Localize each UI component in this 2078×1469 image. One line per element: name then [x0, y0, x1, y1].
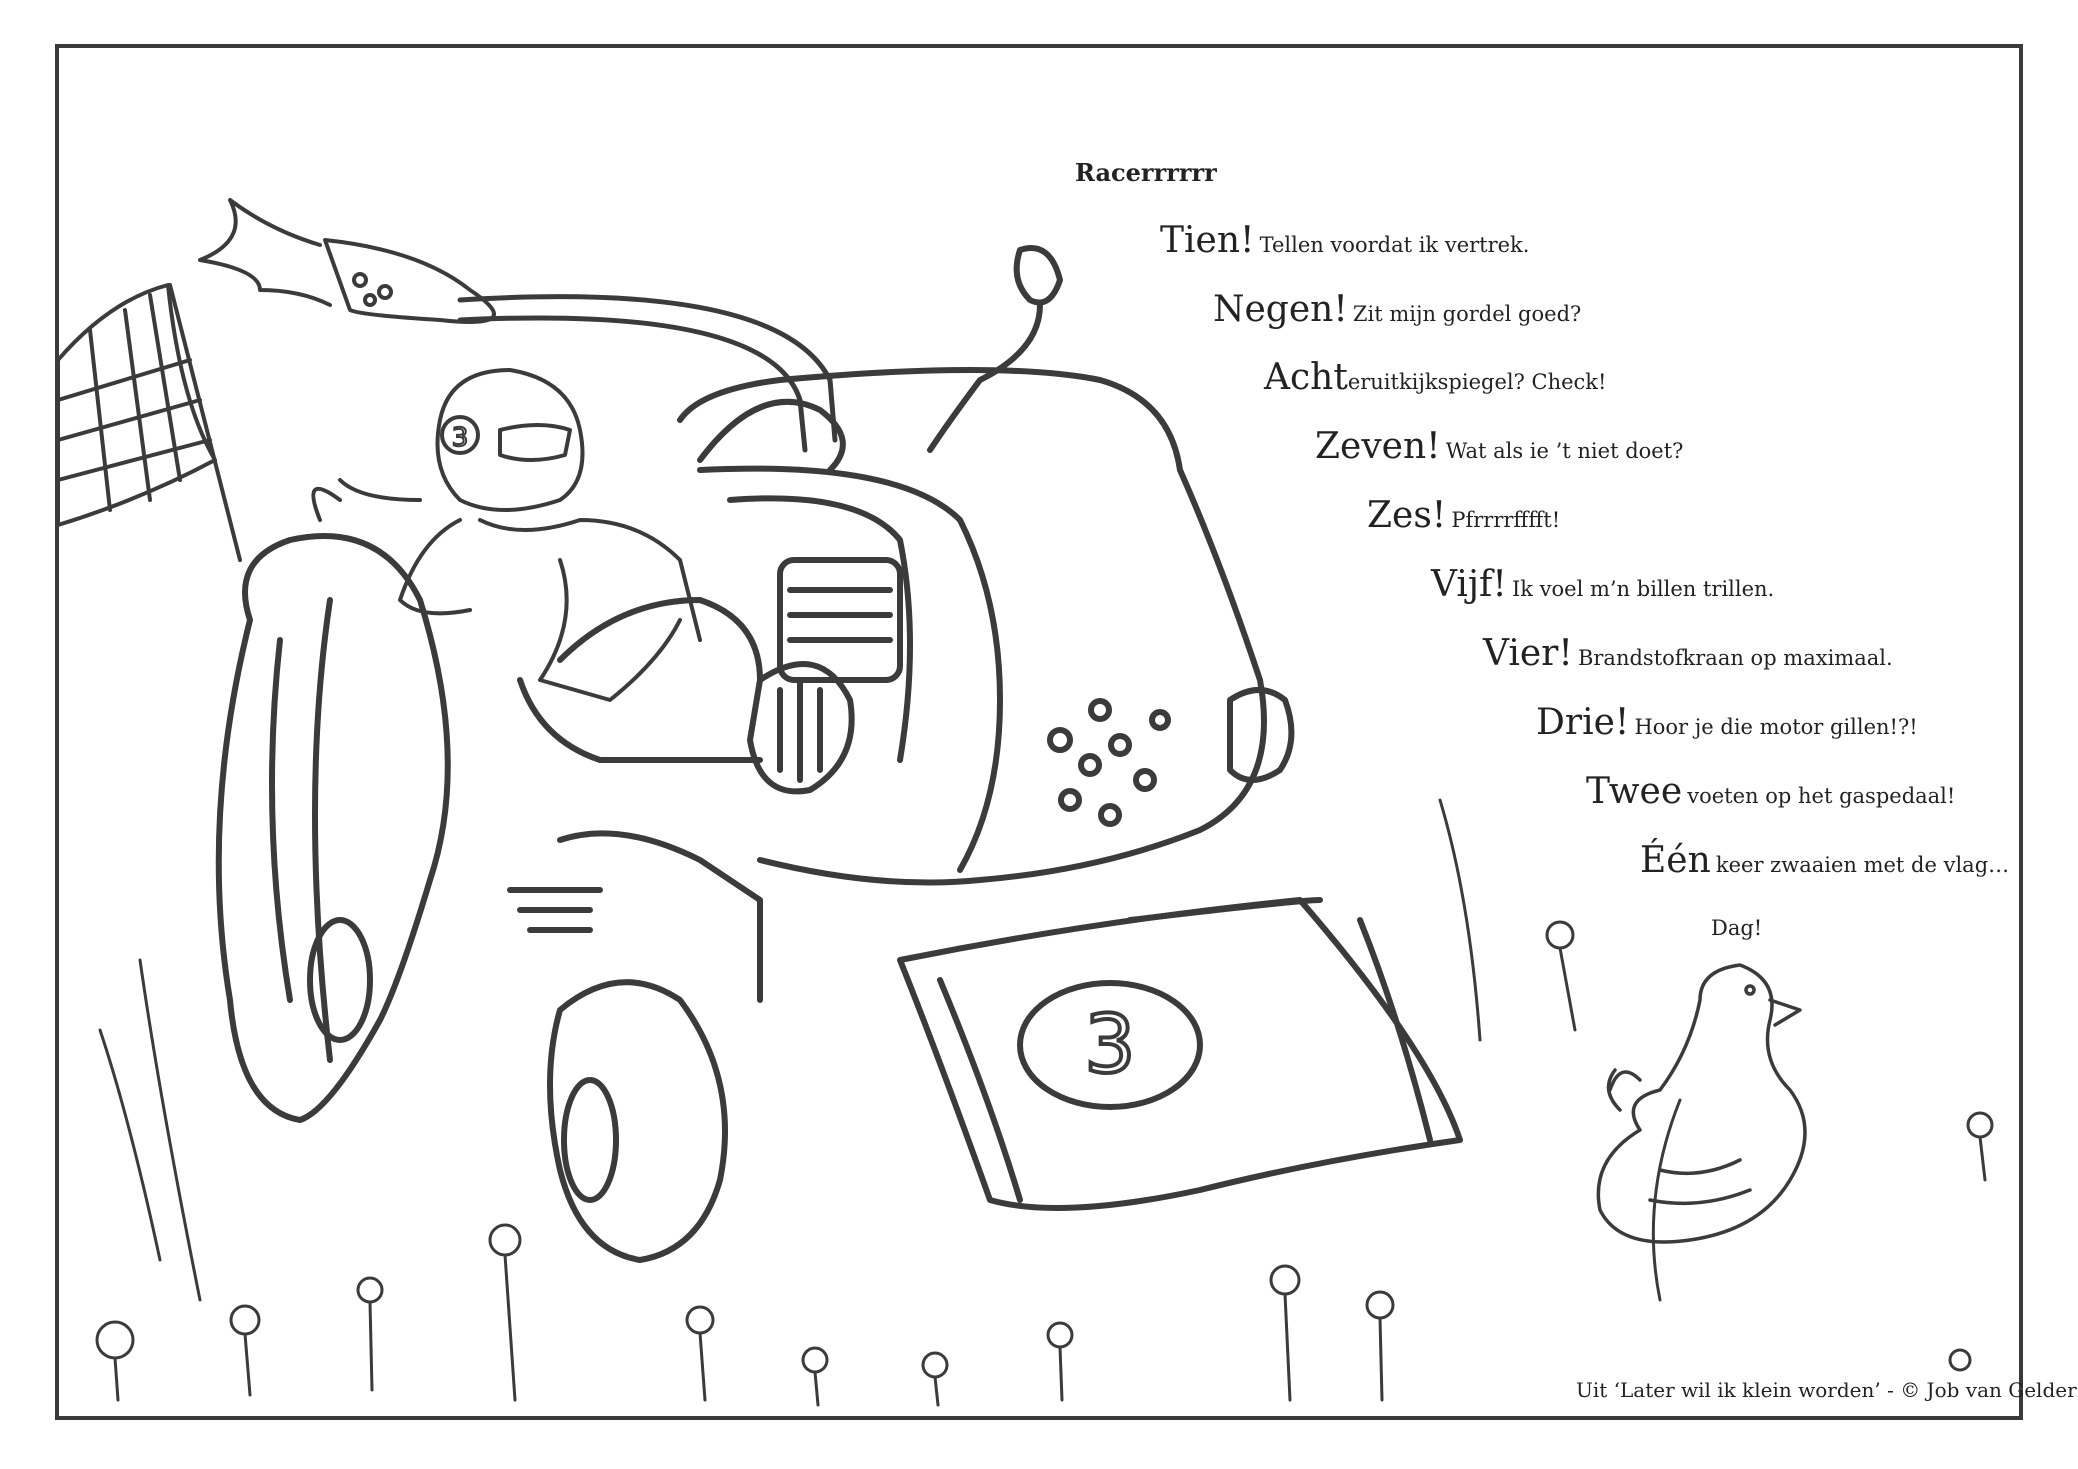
poem-line-10: Één keer zwaaien met de vlag…	[1640, 840, 2009, 881]
poem-line-6-count: Vijf!	[1431, 564, 1507, 605]
page-frame	[55, 44, 2023, 1420]
poem-line-1-count: Tien!	[1160, 220, 1255, 261]
poem-line-10-text: keer zwaaien met de vlag…	[1715, 853, 2010, 877]
poem-line-1: Tien! Tellen voordat ik vertrek.	[1160, 220, 1529, 261]
driver	[311, 368, 702, 702]
tractor	[215, 245, 1463, 1263]
poem-title: Racerrrrrr	[1075, 158, 1217, 187]
poem-line-4: Zeven! Wat als ie ’t niet doet?	[1315, 426, 1683, 467]
poem-line-2: Negen! Zit mijn gordel goed?	[1213, 289, 1581, 330]
poem-line-5: Zes! Pfrrrrfffft!	[1367, 495, 1560, 536]
poem-line-2-count: Negen!	[1213, 289, 1348, 330]
flowers	[95, 798, 1994, 1407]
poem-closing: Dag!	[1711, 916, 1763, 940]
poem-line-2-text: Zit mijn gordel goed?	[1352, 302, 1582, 326]
poem-line-6: Vijf! Ik voel m’n billen trillen.	[1431, 564, 1774, 605]
poem-line-7-count: Vier!	[1483, 633, 1573, 674]
poem-line-8: Drie! Hoor je die motor gillen!?!	[1536, 702, 1918, 743]
exhaust-pipe	[457, 294, 838, 453]
poem-line-3-text: eruitkijkspiegel? Check!	[1347, 370, 1607, 394]
poem-line-1-text: Tellen voordat ik vertrek.	[1259, 233, 1530, 257]
poem-line-9: Twee voeten op het gaspedaal!	[1586, 771, 1955, 812]
poem-line-9-text: voeten op het gaspedaal!	[1687, 784, 1956, 808]
exhaust-flame	[198, 198, 496, 324]
poem-line-7-text: Brandstofkraan op maximaal.	[1577, 646, 1893, 670]
poem-line-4-text: Wat als ie ’t niet doet?	[1445, 439, 1684, 463]
chicken	[1596, 963, 1807, 1244]
poem-line-5-count: Zes!	[1367, 495, 1447, 536]
poem-line-9-count: Twee	[1586, 771, 1683, 812]
poem-line-3-count: Acht	[1264, 357, 1348, 398]
poem-line-8-count: Drie!	[1536, 702, 1630, 743]
poem-line-10-count: Één	[1640, 840, 1711, 881]
credit-line: Uit ‘Later wil ik klein worden’ - © Job …	[1576, 1378, 2077, 1402]
poem-line-5-text: Pfrrrrfffft!	[1451, 508, 1561, 532]
checkered-flag	[56, 283, 242, 562]
poem-line-6-text: Ik voel m’n billen trillen.	[1511, 577, 1775, 601]
poem-line-4-count: Zeven!	[1315, 426, 1441, 467]
poem-line-3: Achteruitkijkspiegel? Check!	[1264, 357, 1606, 398]
poem-line-8-text: Hoor je die motor gillen!?!	[1634, 715, 1918, 739]
poem-line-7: Vier! Brandstofkraan op maximaal.	[1483, 633, 1893, 674]
